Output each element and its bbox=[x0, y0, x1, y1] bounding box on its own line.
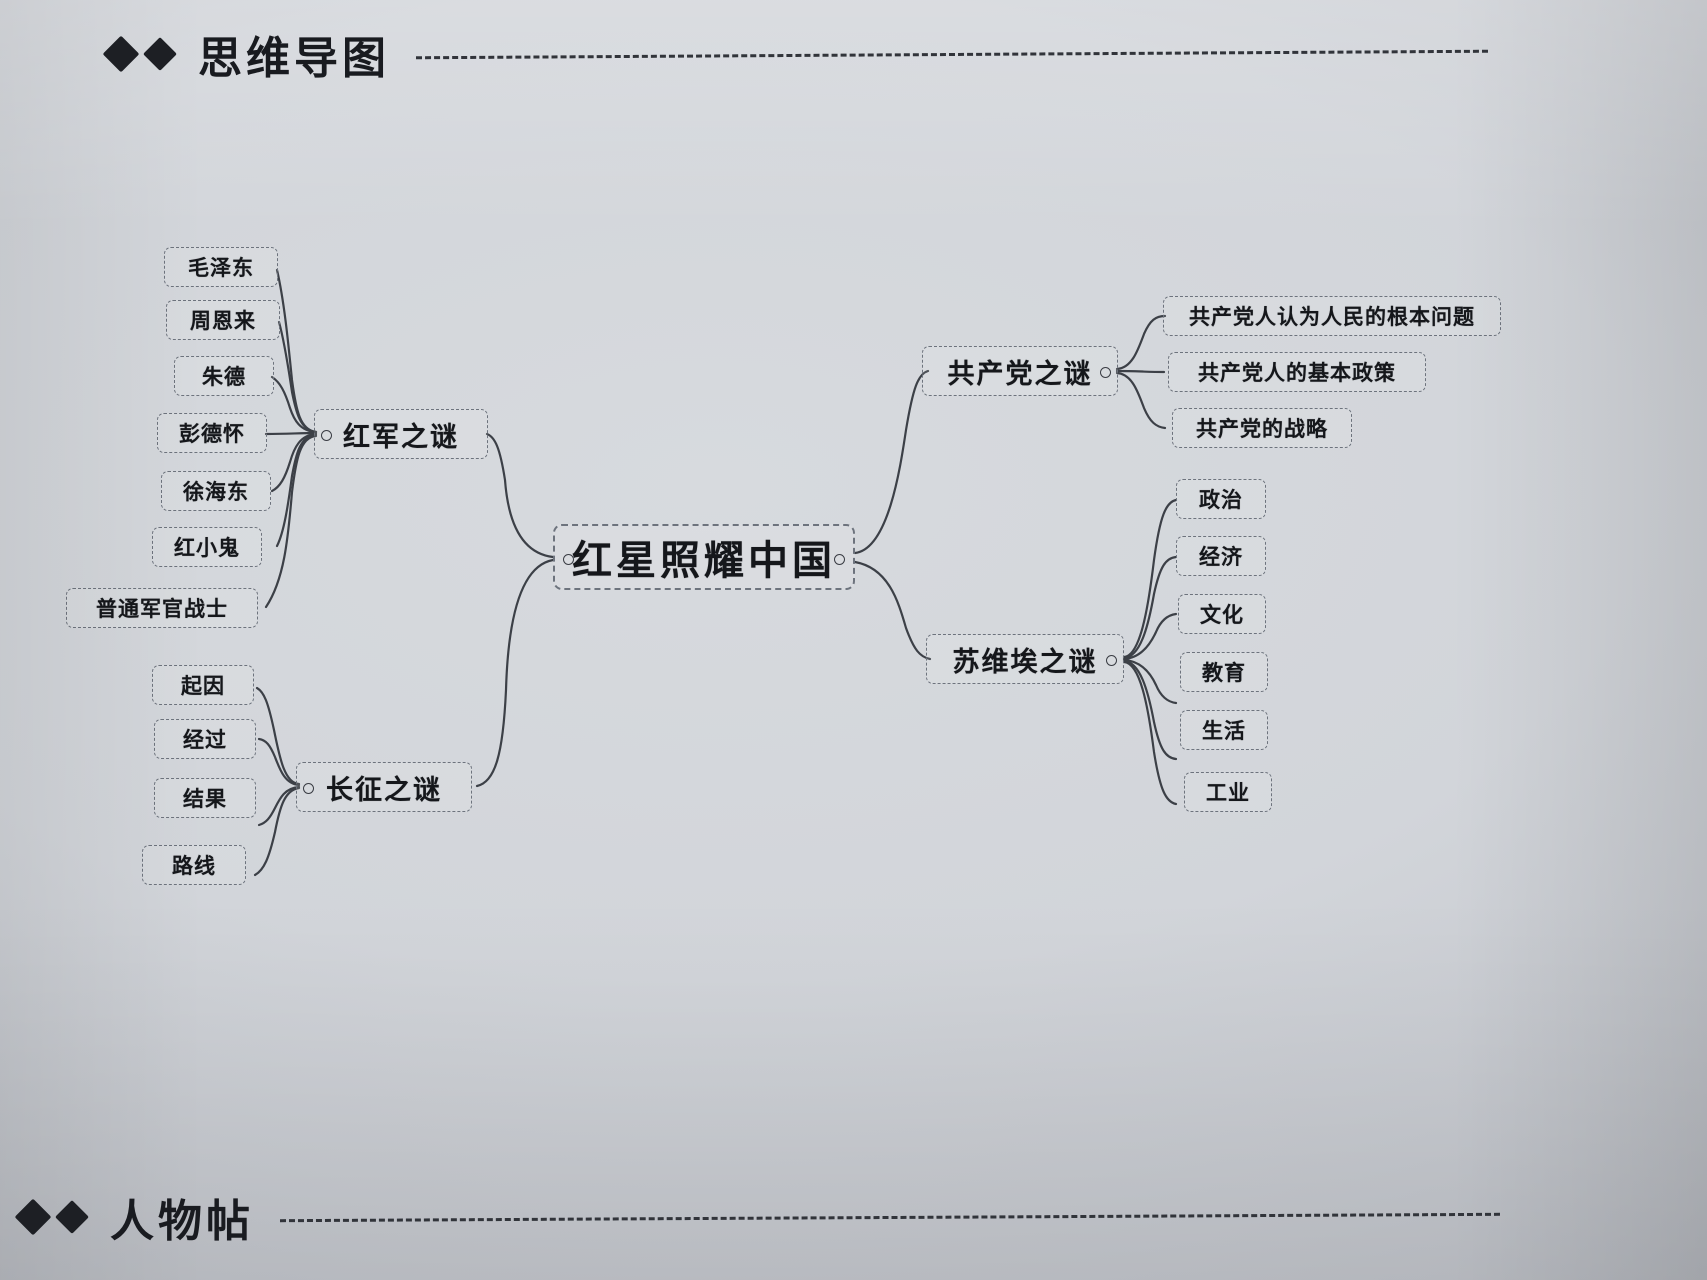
mindmap-leaf[interactable]: 经济 bbox=[1176, 536, 1266, 576]
mindmap-leaf[interactable]: 工业 bbox=[1184, 772, 1272, 812]
leaf-label: 徐海东 bbox=[183, 480, 249, 504]
leaf-label: 共产党人认为人民的根本问题 bbox=[1189, 305, 1475, 329]
diamond-bullet-icon bbox=[14, 1198, 52, 1236]
leaf-label: 生活 bbox=[1202, 719, 1246, 743]
leaf-label: 经过 bbox=[183, 728, 227, 752]
connector-dot-icon bbox=[834, 554, 845, 565]
leaf-label: 红小鬼 bbox=[174, 536, 240, 560]
branch-label: 苏维埃之谜 bbox=[952, 646, 1098, 678]
leaf-label: 路线 bbox=[172, 854, 216, 878]
leaf-label: 周恩来 bbox=[190, 309, 256, 333]
leaf-label: 政治 bbox=[1199, 488, 1243, 512]
diamond-bullet-icon bbox=[102, 35, 140, 73]
section-title-character-post: 人物帖 bbox=[110, 1196, 254, 1247]
connector-dot-icon bbox=[321, 430, 332, 441]
leaf-label: 共产党的战略 bbox=[1196, 417, 1328, 441]
mindmap-leaf[interactable]: 政治 bbox=[1176, 479, 1266, 519]
leaf-label: 毛泽东 bbox=[188, 256, 254, 280]
mindmap-leaf[interactable]: 红小鬼 bbox=[152, 527, 262, 567]
mindmap-leaf[interactable]: 文化 bbox=[1178, 594, 1266, 634]
mindmap-branch-soviet[interactable]: 苏维埃之谜 bbox=[926, 634, 1124, 684]
mindmap-leaf[interactable]: 共产党的战略 bbox=[1172, 408, 1352, 448]
leaf-label: 彭德怀 bbox=[179, 422, 245, 446]
mindmap-root-node[interactable]: 红星照耀中国 bbox=[553, 524, 855, 590]
mindmap-leaf[interactable]: 彭德怀 bbox=[157, 413, 267, 453]
mindmap-leaf[interactable]: 周恩来 bbox=[166, 300, 280, 340]
mindmap-leaf[interactable]: 徐海东 bbox=[161, 471, 271, 511]
section-header-mindmap: 思维导图 bbox=[102, 22, 1488, 86]
mindmap-root-label: 红星照耀中国 bbox=[572, 538, 836, 584]
leaf-label: 共产党人的基本政策 bbox=[1198, 361, 1396, 385]
diamond-bullet-icon bbox=[55, 1200, 89, 1234]
mindmap-leaf[interactable]: 共产党人的基本政策 bbox=[1168, 352, 1426, 392]
mindmap-leaf[interactable]: 毛泽东 bbox=[164, 247, 278, 287]
mindmap-leaf[interactable]: 路线 bbox=[142, 845, 246, 885]
leaf-label: 工业 bbox=[1206, 781, 1250, 805]
leaf-label: 结果 bbox=[183, 787, 227, 811]
mindmap-leaf[interactable]: 共产党人认为人民的根本问题 bbox=[1163, 296, 1501, 336]
leaf-label: 教育 bbox=[1202, 661, 1246, 685]
connector-dot-icon bbox=[1100, 367, 1111, 378]
section-title-mindmap: 思维导图 bbox=[198, 33, 390, 84]
branch-label: 共产党之谜 bbox=[947, 358, 1093, 390]
leaf-label: 普通军官战士 bbox=[96, 597, 228, 621]
mindmap-leaf[interactable]: 普通军官战士 bbox=[66, 588, 258, 628]
branch-label: 长征之谜 bbox=[326, 774, 442, 806]
connector-dot-icon bbox=[1106, 655, 1117, 666]
header-divider bbox=[416, 49, 1488, 59]
mindmap-branch-red-army[interactable]: 红军之谜 bbox=[314, 409, 488, 459]
mindmap-leaf[interactable]: 起因 bbox=[152, 665, 254, 705]
header-divider bbox=[280, 1212, 1500, 1222]
mindmap-leaf[interactable]: 教育 bbox=[1180, 652, 1268, 692]
mindmap-leaf[interactable]: 经过 bbox=[154, 719, 256, 759]
branch-label: 红军之谜 bbox=[343, 421, 459, 453]
diamond-bullet-icon bbox=[143, 37, 177, 71]
connector-dot-icon bbox=[303, 783, 314, 794]
mindmap-leaf[interactable]: 朱德 bbox=[174, 356, 274, 396]
leaf-label: 经济 bbox=[1199, 545, 1243, 569]
mindmap-branch-long-march[interactable]: 长征之谜 bbox=[296, 762, 472, 812]
mindmap-leaf[interactable]: 生活 bbox=[1180, 710, 1268, 750]
connector-dot-icon bbox=[563, 554, 574, 565]
leaf-label: 朱德 bbox=[202, 365, 246, 389]
mindmap-branch-communist-party[interactable]: 共产党之谜 bbox=[922, 346, 1118, 396]
leaf-label: 起因 bbox=[181, 674, 225, 698]
section-header-character-post: 人物帖 bbox=[14, 1185, 1500, 1249]
mindmap-leaf[interactable]: 结果 bbox=[154, 778, 256, 818]
leaf-label: 文化 bbox=[1200, 603, 1244, 627]
